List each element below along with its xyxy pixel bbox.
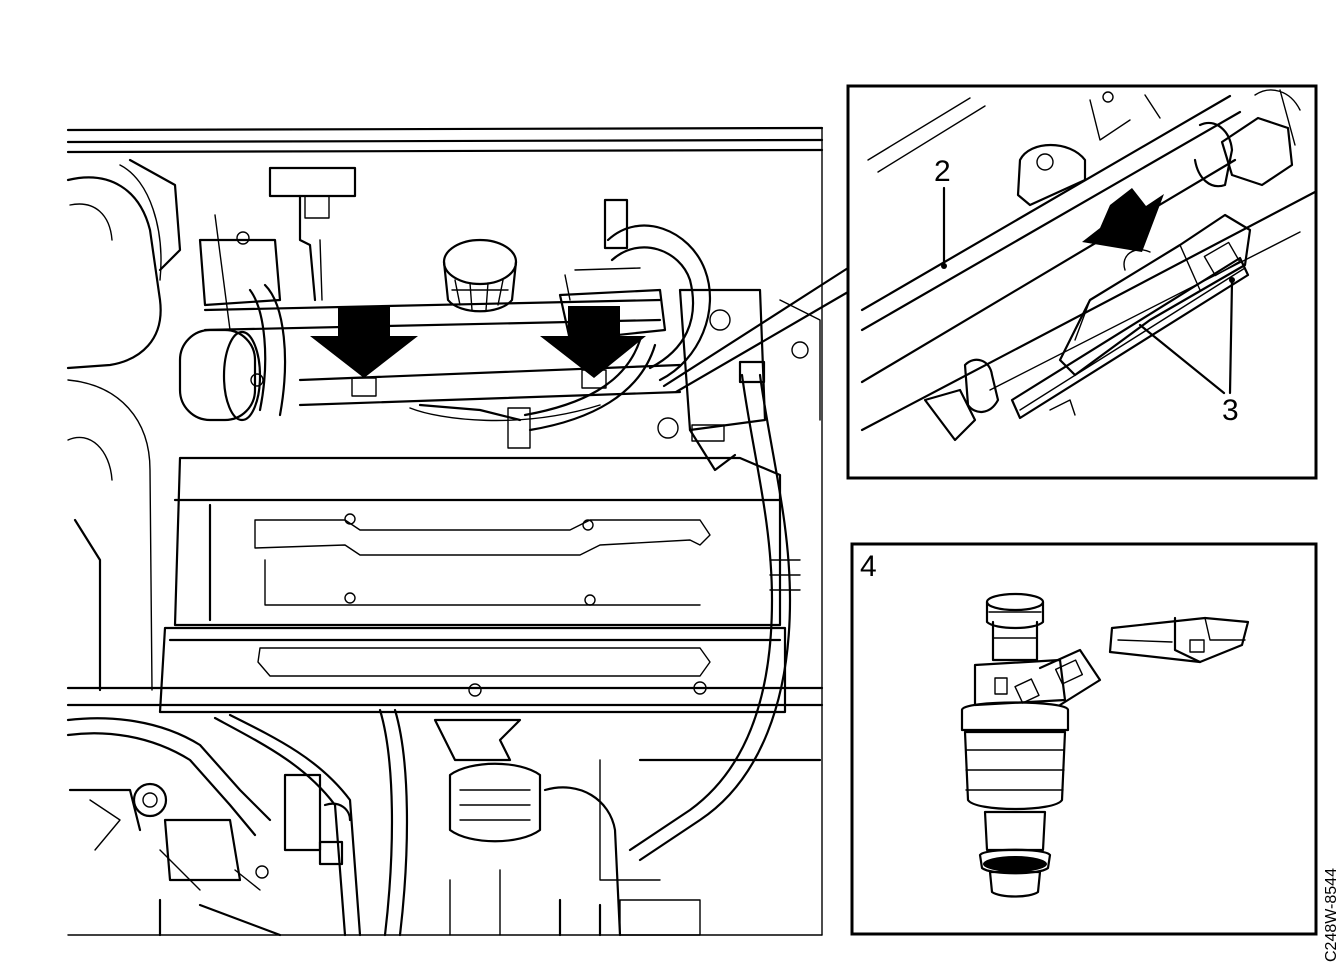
left-lower-assembly — [66, 717, 352, 937]
retaining-clip-part — [1108, 616, 1250, 664]
arrow-injector-detail — [1082, 188, 1164, 252]
callout-clip-label: 3 — [1222, 394, 1239, 427]
arrow-injector-1 — [310, 306, 418, 378]
injector-inset: 4 — [850, 542, 1318, 936]
callout-clip-leader-2 — [1228, 280, 1234, 395]
arrow-injector-2 — [540, 306, 646, 378]
detail-inset: 2 3 — [846, 84, 1318, 480]
injector-frame — [850, 542, 1318, 936]
detail-frame — [846, 84, 1318, 480]
callout-clip-leader-1 — [1138, 323, 1226, 395]
oil-filler-cap — [442, 238, 518, 313]
o-ring-lower — [983, 856, 1047, 872]
vacuum-hose — [628, 360, 801, 862]
fuel-rail-detail — [860, 94, 1317, 432]
engine-bay-view — [66, 126, 824, 937]
rail-hex-fitting — [1193, 89, 1301, 188]
injector-marker-1 — [351, 377, 377, 397]
injector-detail — [923, 213, 1252, 442]
strut-tower — [66, 158, 182, 692]
callout-rail-label: 2 — [934, 155, 951, 188]
throttle-bracket — [657, 288, 821, 472]
cylinder-head — [158, 626, 787, 714]
figure-code: C248W-8544 — [1323, 868, 1340, 962]
detail-leader-lines — [662, 266, 850, 394]
cam-cover — [173, 456, 782, 627]
sensor-connector — [268, 166, 357, 302]
fuel-hose — [523, 198, 712, 432]
intake-housing — [178, 214, 287, 422]
callout-rail-dot — [941, 263, 947, 269]
callout-clip-dot — [1229, 277, 1235, 283]
rail-bracket — [1016, 91, 1161, 207]
fuel-injector-part — [960, 592, 1102, 898]
callout-injector-label: 4 — [860, 550, 877, 583]
lower-engine — [66, 686, 824, 937]
